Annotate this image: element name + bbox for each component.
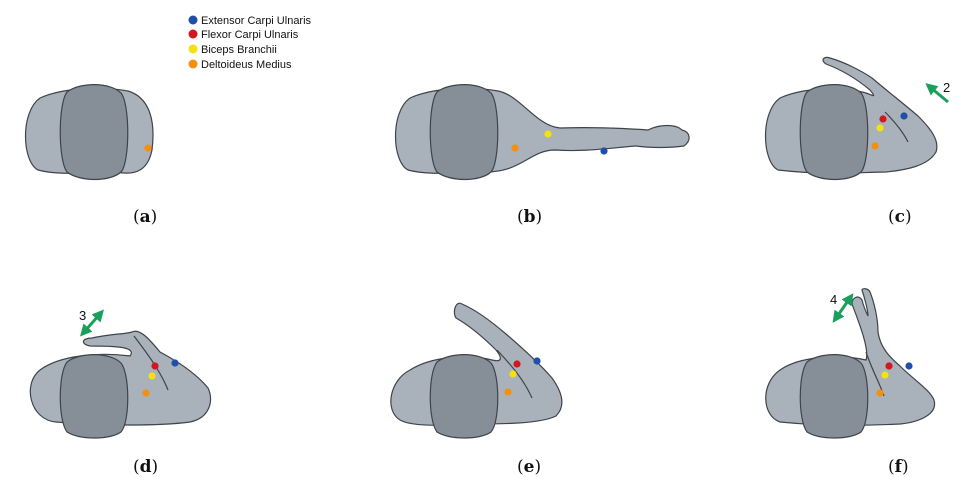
legend-item-deltoideus: Deltoideus Medius (189, 59, 292, 71)
panel-d: 3 (d) (30, 308, 210, 477)
caption-b: (b) (517, 207, 542, 227)
legend-label-extensor: Extensor Carpi Ulnaris (201, 15, 312, 27)
legend-item-extensor: Extensor Carpi Ulnaris (189, 15, 312, 27)
marker-extensor-e (533, 357, 540, 364)
head-c (800, 85, 868, 180)
legend-dot-extensor (189, 16, 198, 25)
marker-flexor-c (879, 115, 886, 122)
arrow-label-d: 3 (79, 308, 86, 323)
marker-extensor-c (900, 112, 907, 119)
motion-arrow-f (836, 298, 850, 318)
legend-label-biceps: Biceps Branchii (201, 44, 277, 56)
marker-flexor-e (513, 360, 520, 367)
head-a (60, 85, 128, 180)
marker-biceps-b (544, 130, 551, 137)
legend-label-deltoideus: Deltoideus Medius (201, 59, 292, 71)
arrow-label-c: 2 (943, 80, 950, 95)
marker-extensor-f (905, 362, 912, 369)
marker-biceps-f (881, 371, 888, 378)
legend-dot-flexor (189, 30, 198, 39)
marker-flexor-d (151, 362, 158, 369)
legend-dot-deltoideus (189, 60, 198, 69)
head-d (60, 355, 128, 438)
caption-e: (e) (517, 457, 541, 477)
panel-a: (a) (26, 85, 158, 227)
panel-b: (b) (396, 85, 690, 227)
arrow-label-f: 4 (830, 292, 837, 307)
caption-c: (c) (888, 207, 912, 227)
marker-biceps-c (876, 124, 883, 131)
caption-f: (f) (888, 457, 909, 477)
head-f (800, 355, 868, 438)
motion-arrow-d (84, 314, 100, 332)
marker-flexor-f (885, 362, 892, 369)
marker-biceps-d (148, 372, 155, 379)
caption-a: (a) (133, 207, 157, 227)
legend-item-biceps: Biceps Branchii (189, 44, 277, 56)
marker-deltoideus-a (144, 144, 151, 151)
marker-biceps-e (509, 370, 516, 377)
panel-f: 4 (f) (766, 289, 935, 477)
marker-deltoideus-c (871, 142, 878, 149)
legend: Extensor Carpi Ulnaris Flexor Carpi Ulna… (189, 15, 312, 71)
marker-deltoideus-e (504, 388, 511, 395)
caption-d: (d) (133, 457, 158, 477)
marker-deltoideus-f (876, 389, 883, 396)
legend-label-flexor: Flexor Carpi Ulnaris (201, 29, 299, 41)
legend-dot-biceps (189, 45, 198, 54)
panel-e: (e) (391, 303, 562, 477)
marker-extensor-d (171, 359, 178, 366)
legend-item-flexor: Flexor Carpi Ulnaris (189, 29, 299, 41)
panel-c: 2 (c) (766, 57, 951, 227)
head-b (430, 85, 498, 180)
marker-extensor-b (600, 147, 607, 154)
head-e (430, 355, 498, 438)
marker-deltoideus-d (142, 389, 149, 396)
marker-deltoideus-b (511, 144, 518, 151)
